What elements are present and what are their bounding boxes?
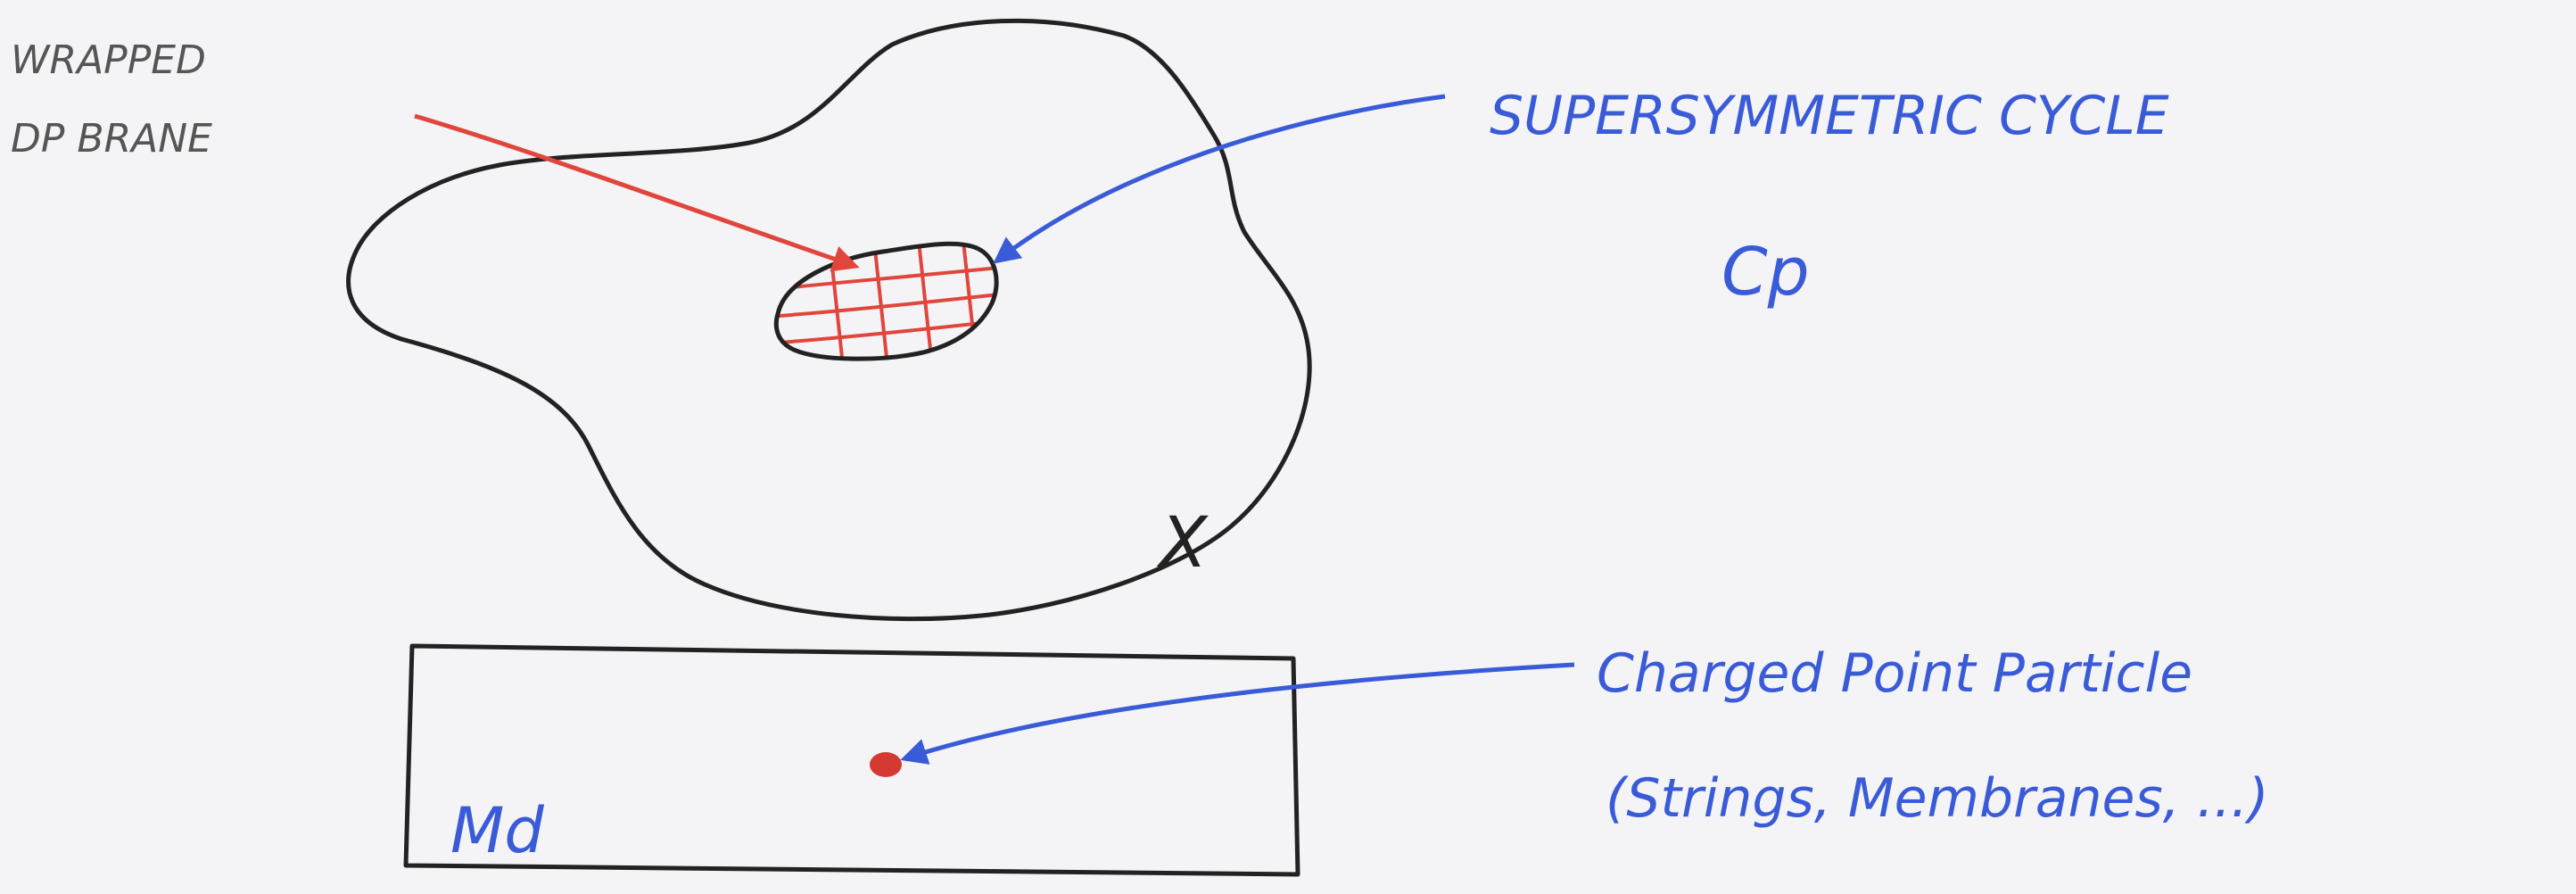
wrapped-label-line2: DP BRANE	[11, 116, 212, 161]
point-particle-arrow	[905, 665, 1574, 758]
susy-label-line1: SUPERSYMMETRIC CYCLE	[1490, 85, 2169, 147]
particle-label-line2: (Strings, Membranes, ...)	[1606, 767, 2269, 830]
susy-label-line2: Cp	[1721, 234, 1810, 310]
supersymmetric-cycle	[767, 241, 999, 366]
particle-label-line1: Charged Point Particle	[1597, 642, 2192, 705]
wrapped-brane-arrow	[415, 116, 855, 266]
point-particle-dot	[870, 752, 902, 777]
susy-cycle-arrow	[997, 96, 1445, 261]
spacetime-label-md: Md	[450, 794, 544, 867]
space-label-x: X	[1156, 503, 1209, 584]
wrapped-label-line1: WRAPPED	[11, 37, 206, 83]
